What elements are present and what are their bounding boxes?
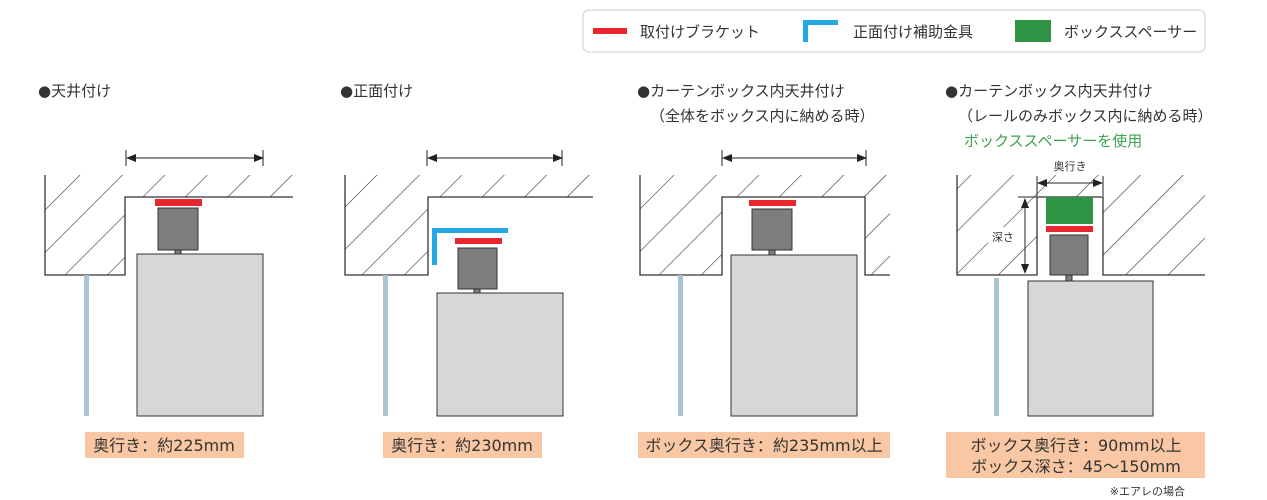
curtain-box-wall [957,175,1205,275]
curtain [136,253,264,417]
spec-box [638,432,890,458]
curtain [730,254,858,417]
spec-text: ボックス奥行き：約235mm以上 [645,436,882,455]
panel-title: ●カーテンボックス内天井付け [637,82,845,100]
curtain [436,292,564,417]
spec-box [383,432,542,458]
curtain-rod [84,275,89,416]
panel-title: ●天井付け [38,82,111,100]
curtain-rod [383,275,388,416]
panel-title: ●カーテンボックス内天井付け [945,82,1153,100]
legend: 取付けブラケット 正面付け補助金具 ボックススペーサー [582,9,1206,53]
bracket [155,199,202,206]
spacer-note: ボックススペーサーを使用 [964,132,1142,150]
depth-label: 深さ [992,231,1014,244]
panel-subtitle: （全体をボックス内に納める時） [650,107,875,125]
footnote: ※エアレの場合 [1110,484,1185,498]
spec-text: 奥行き：約230mm [391,436,533,455]
spec-text: ボックス奥行き：90mm以上 [970,436,1181,455]
curtain-rod [994,278,999,416]
panel-box-inside-rail-only: ●カーテンボックス内天井付け （レールのみボックス内に納める時） ボックススペー… [945,82,1213,498]
rail [1049,234,1089,276]
bracket [1046,226,1093,232]
spec-box [85,432,244,458]
curtain-rod [678,275,683,416]
ceiling-wall [345,175,593,275]
panel-subtitle: （レールのみボックス内に納める時） [958,107,1213,125]
panel-ceiling-mount: ●天井付け 奥行き：約225mm [38,82,293,458]
rail [751,208,793,251]
spec-text: 奥行き：約225mm [93,436,235,455]
bracket-legend-icon [593,28,627,34]
legend-label-front-bracket: 正面付け補助金具 [853,23,973,41]
bracket [749,200,796,206]
panel-title: ●正面付け [340,82,413,100]
panel-front-mount: ●正面付け 奥行き：約230mm [340,82,593,458]
bracket [455,238,502,244]
box-spacer-legend-icon [1015,20,1051,42]
rail [157,207,199,251]
curtain [1027,280,1154,417]
spec-text: ボックス深さ：45〜150mm [971,457,1181,476]
legend-label-box-spacer: ボックススペーサー [1064,23,1197,41]
panel-box-inside-full: ●カーテンボックス内天井付け （全体をボックス内に納める時） ボックス奥行き：約… [637,82,890,458]
front-bracket-legend-icon [803,20,838,42]
curtain-box-wall [640,175,890,275]
spec-box [946,432,1205,478]
width-label: 奥行き [1054,159,1087,173]
box-spacer [1046,197,1093,224]
front-bracket [432,228,508,265]
ceiling-wall [45,175,293,275]
rail [457,247,498,290]
legend-label-bracket: 取付けブラケット [640,23,760,41]
